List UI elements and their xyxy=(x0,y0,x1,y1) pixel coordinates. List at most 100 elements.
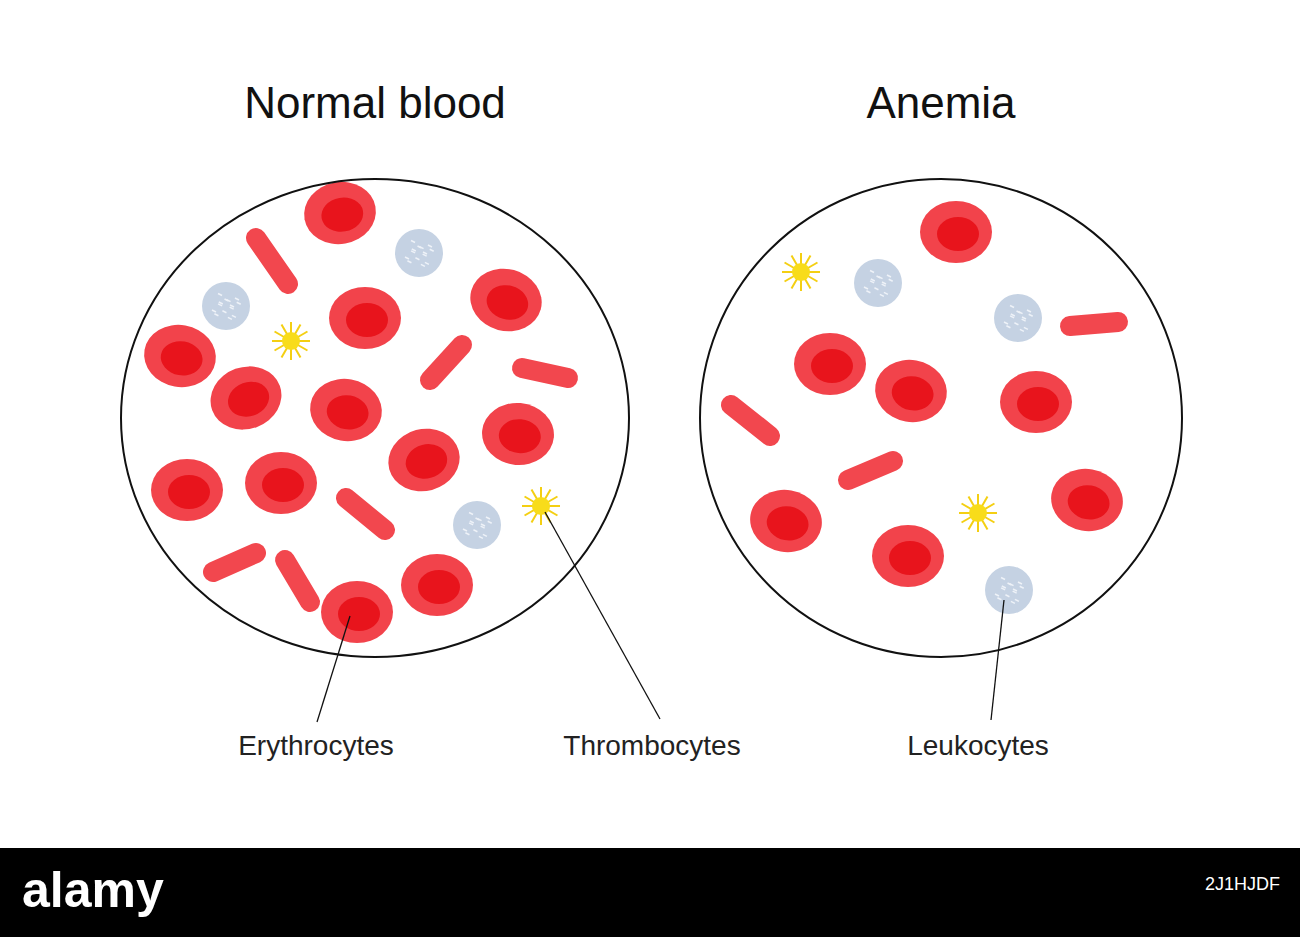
texture xyxy=(483,534,487,536)
texture xyxy=(405,257,409,259)
cell-body xyxy=(532,497,550,515)
texture xyxy=(1014,323,1018,325)
texture xyxy=(412,249,416,251)
cell-body xyxy=(1046,463,1128,537)
texture xyxy=(407,261,411,263)
erythrocyte xyxy=(479,400,556,468)
texture xyxy=(1010,584,1014,586)
erythrocyte xyxy=(745,484,827,558)
texture xyxy=(1027,310,1031,312)
texture xyxy=(423,254,427,256)
texture xyxy=(1011,314,1015,316)
texture xyxy=(232,315,236,317)
texture xyxy=(230,307,234,309)
watermark-logo: alamy xyxy=(22,861,164,919)
erythrocyte xyxy=(870,354,952,428)
cell-body xyxy=(151,459,223,521)
watermark-bar xyxy=(0,848,1300,937)
texture xyxy=(230,305,234,307)
texture xyxy=(1010,305,1014,307)
texture xyxy=(219,302,223,304)
erythrocyte xyxy=(872,525,944,587)
texture xyxy=(473,530,477,532)
cell-body xyxy=(395,229,443,277)
texture xyxy=(882,284,886,286)
cell-body xyxy=(870,354,952,428)
cell-center xyxy=(168,475,210,509)
erythrocyte-side xyxy=(285,560,310,602)
texture xyxy=(1018,582,1022,584)
texture xyxy=(866,291,870,293)
texture xyxy=(222,311,226,313)
erythrocyte-side xyxy=(522,368,568,378)
texture xyxy=(481,524,485,526)
texture xyxy=(421,264,425,266)
blood-sample-circle: Normal blood xyxy=(110,70,640,661)
texture xyxy=(1024,327,1028,329)
erythrocyte xyxy=(151,459,223,521)
cell-body xyxy=(854,259,902,307)
cell-center xyxy=(346,303,388,337)
part-label: Thrombocytes xyxy=(563,730,740,762)
texture xyxy=(1020,329,1024,331)
cell-body xyxy=(969,504,987,522)
texture xyxy=(478,519,482,521)
erythrocyte-side xyxy=(731,405,770,436)
cell-body xyxy=(453,501,501,549)
cell-body xyxy=(792,263,810,281)
texture xyxy=(488,521,492,523)
erythrocyte xyxy=(321,581,393,643)
cell-body xyxy=(202,357,291,440)
leader-line xyxy=(545,512,660,719)
leader-line xyxy=(991,600,1004,720)
texture xyxy=(237,302,241,304)
cell-center xyxy=(937,217,979,251)
texture xyxy=(469,512,473,514)
texture xyxy=(1029,314,1033,316)
erythrocyte xyxy=(794,333,866,395)
leukocyte xyxy=(854,259,902,307)
texture xyxy=(995,594,999,596)
texture xyxy=(870,270,874,272)
texture xyxy=(1022,317,1026,319)
erythrocyte xyxy=(1046,463,1128,537)
cell-body xyxy=(329,287,401,349)
part-label: Erythrocytes xyxy=(238,730,394,762)
texture xyxy=(1019,312,1023,314)
erythrocyte xyxy=(463,261,549,340)
erythrocyte xyxy=(245,452,317,514)
cell-body xyxy=(872,525,944,587)
erythrocyte-side xyxy=(213,553,256,572)
texture xyxy=(1020,586,1024,588)
texture xyxy=(470,521,474,523)
texture xyxy=(1006,326,1010,328)
texture xyxy=(1001,577,1005,579)
texture xyxy=(463,529,467,531)
cell-body xyxy=(920,201,992,263)
sample-heading: Normal blood xyxy=(110,78,640,128)
erythrocyte xyxy=(401,554,473,616)
erythrocyte-side xyxy=(1070,322,1118,326)
erythrocyte-side xyxy=(848,461,893,480)
texture xyxy=(227,300,231,302)
leukocyte xyxy=(453,501,501,549)
texture xyxy=(479,536,483,538)
erythrocyte-side xyxy=(256,238,288,284)
cell-body xyxy=(479,400,556,468)
cell-body xyxy=(202,282,250,330)
erythrocyte xyxy=(202,357,291,440)
cell-body xyxy=(321,581,393,643)
leukocyte xyxy=(985,566,1033,614)
texture xyxy=(218,304,222,306)
part-label: Leukocytes xyxy=(907,730,1049,762)
erythrocyte-side xyxy=(430,345,462,380)
circle-border xyxy=(121,179,629,657)
texture xyxy=(870,281,874,283)
thrombocyte xyxy=(522,487,560,525)
erythrocyte xyxy=(305,373,387,447)
texture xyxy=(997,598,1001,600)
texture xyxy=(430,249,434,251)
texture xyxy=(481,526,485,528)
texture xyxy=(1001,588,1005,590)
